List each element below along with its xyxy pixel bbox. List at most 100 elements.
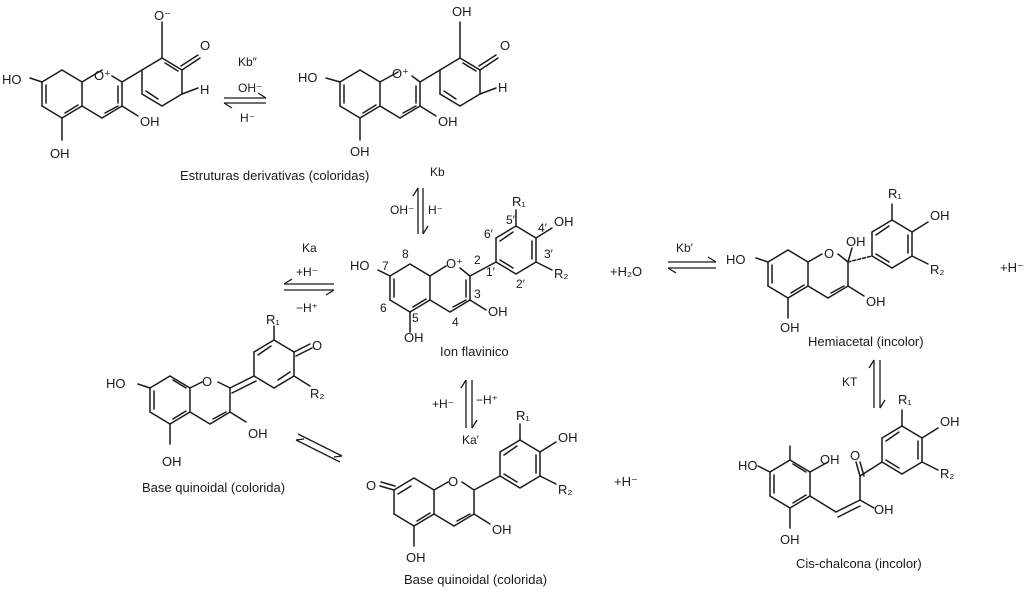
molecule-cis-chalcone: HO OH OH O OH R₁ OH R₂	[738, 392, 960, 547]
molecule-derivative-quinone-2: HO O⁺ OH O H OH OH	[298, 4, 510, 159]
equilibrium-diagonal	[295, 433, 343, 463]
atom-label: R₂	[558, 482, 572, 497]
atom-label: OH	[404, 330, 424, 345]
equilibrium-kt: KT	[842, 359, 886, 409]
atom-label: HO	[350, 258, 370, 273]
reagent-proton-bottom: +H⁻	[614, 474, 638, 489]
atom-label: OH	[162, 454, 182, 469]
molecule-hemiacetal: HO O OH R₁ OH R₂ OH OH	[726, 186, 950, 335]
ring-number: 4	[452, 315, 459, 329]
atom-label: O	[366, 478, 376, 493]
atom-label: O	[312, 338, 322, 353]
atom-label: R₁	[512, 194, 526, 209]
atom-label: R₂	[930, 262, 944, 277]
atom-label: OH	[248, 426, 268, 441]
atom-label: R₂	[310, 386, 324, 401]
caption-quinoidal-bottom: Base quinoidal (colorida)	[404, 572, 547, 587]
ring-number: 5′	[506, 213, 516, 227]
k-label: Ka′	[462, 433, 480, 447]
atom-label: OH	[558, 430, 578, 445]
reagent-label: OH⁻	[390, 203, 414, 217]
ring-number: 3′	[544, 247, 554, 261]
ring-number: 8	[402, 247, 409, 261]
reagent-label: −H⁺	[476, 393, 498, 407]
atom-label: HO	[738, 458, 758, 473]
atom-label: O⁺	[392, 66, 409, 81]
atom-label: OH	[488, 304, 508, 319]
atom-label: OH	[350, 144, 370, 159]
k-label: Kb″	[238, 55, 258, 69]
atom-label: R₂	[940, 466, 954, 481]
ring-number: 5	[412, 311, 419, 325]
atom-label: O	[824, 246, 834, 261]
atom-label: R₁	[516, 408, 530, 423]
caption-hemiacetal: Hemiacetal (incolor)	[808, 334, 924, 349]
ring-number: 3	[474, 287, 481, 301]
k-label: Kb	[430, 165, 445, 179]
atom-label: HO	[2, 72, 22, 87]
atom-label: R₁	[266, 312, 280, 327]
reagent-label: +H⁻	[296, 265, 318, 279]
atom-label: R₁	[888, 186, 902, 201]
atom-label: OH	[50, 146, 70, 161]
atom-label: HO	[726, 252, 746, 267]
atom-label: HO	[106, 376, 126, 391]
atom-label: O	[448, 474, 458, 489]
k-label: Kb′	[676, 241, 694, 255]
ring-number: 2′	[516, 277, 526, 291]
ring-number: 2	[474, 253, 481, 267]
atom-label: OH	[820, 452, 840, 467]
ring-number: 7	[382, 259, 389, 273]
caption-flavylium: Ion flavinico	[440, 344, 509, 359]
atom-label: R₁	[898, 392, 912, 407]
atom-label: O⁻	[154, 8, 171, 23]
molecule-flavylium-cation: HO O⁺ R₁ OH R₂ OH OH 2 3 4 5 6 7 8 1′ 2′…	[350, 194, 574, 345]
molecule-derivative-quinone: HO O⁺ O⁻ O H OH OH	[2, 8, 210, 161]
atom-label: HO	[298, 70, 318, 85]
atom-label: OH	[140, 114, 160, 129]
atom-label: OH	[940, 414, 960, 429]
atom-label: O	[202, 374, 212, 389]
atom-label: OH	[780, 320, 800, 335]
k-label: KT	[842, 375, 858, 389]
atom-label: OH	[438, 114, 458, 129]
atom-label: O	[500, 38, 510, 53]
reagent-label: H⁻	[240, 111, 255, 125]
caption-derivative: Estruturas derivativas (coloridas)	[180, 168, 369, 183]
reagent-label: +H⁻	[432, 397, 454, 411]
atom-label: O	[850, 448, 860, 463]
atom-label: OH	[492, 522, 512, 537]
molecule-quinoidal-base-left: HO O R₁ O R₂ OH OH	[106, 312, 324, 469]
atom-label: OH	[780, 532, 800, 547]
atom-label: OH	[406, 550, 426, 565]
reagent-proton-right: +H⁻	[1000, 260, 1024, 275]
atom-label: R₂	[554, 266, 568, 281]
atom-label: OH	[930, 208, 950, 223]
caption-chalcone: Cis-chalcona (incolor)	[796, 556, 922, 571]
k-label: Ka	[302, 241, 317, 255]
atom-label: O⁺	[94, 68, 111, 83]
ring-number: 6	[380, 301, 387, 315]
atom-label: H	[200, 82, 209, 97]
reagent-label: OH⁻	[238, 81, 262, 95]
equilibrium-kb2: Kb″ OH⁻ H⁻	[223, 55, 267, 125]
equilibrium-kb-prime: Kb′	[667, 241, 717, 274]
reagent-label: H⁻	[428, 203, 443, 217]
caption-quinoidal-left: Base quinoidal (colorida)	[142, 480, 285, 495]
equilibrium-kb: Kb OH⁻ H⁻	[390, 165, 445, 235]
atom-label: O	[200, 38, 210, 53]
ring-number: 4′	[538, 221, 548, 235]
atom-label: O⁺	[446, 256, 463, 271]
molecule-quinoidal-base-bottom: O O R₁ OH R₂ OH OH	[366, 408, 578, 565]
ring-number: 6′	[484, 227, 494, 241]
atom-label: OH	[554, 214, 574, 229]
equilibrium-ka: Ka +H⁻ −H⁺	[283, 241, 335, 315]
reagent-water: +H₂O	[610, 264, 642, 279]
atom-label: H	[498, 80, 507, 95]
atom-label: OH	[452, 4, 472, 19]
atom-label: OH	[866, 294, 886, 309]
atom-label: OH	[846, 234, 866, 249]
ring-number: 1′	[486, 265, 496, 279]
reagent-label: −H⁺	[296, 301, 318, 315]
equilibrium-ka-prime: +H⁻ −H⁺ Ka′	[432, 379, 498, 447]
